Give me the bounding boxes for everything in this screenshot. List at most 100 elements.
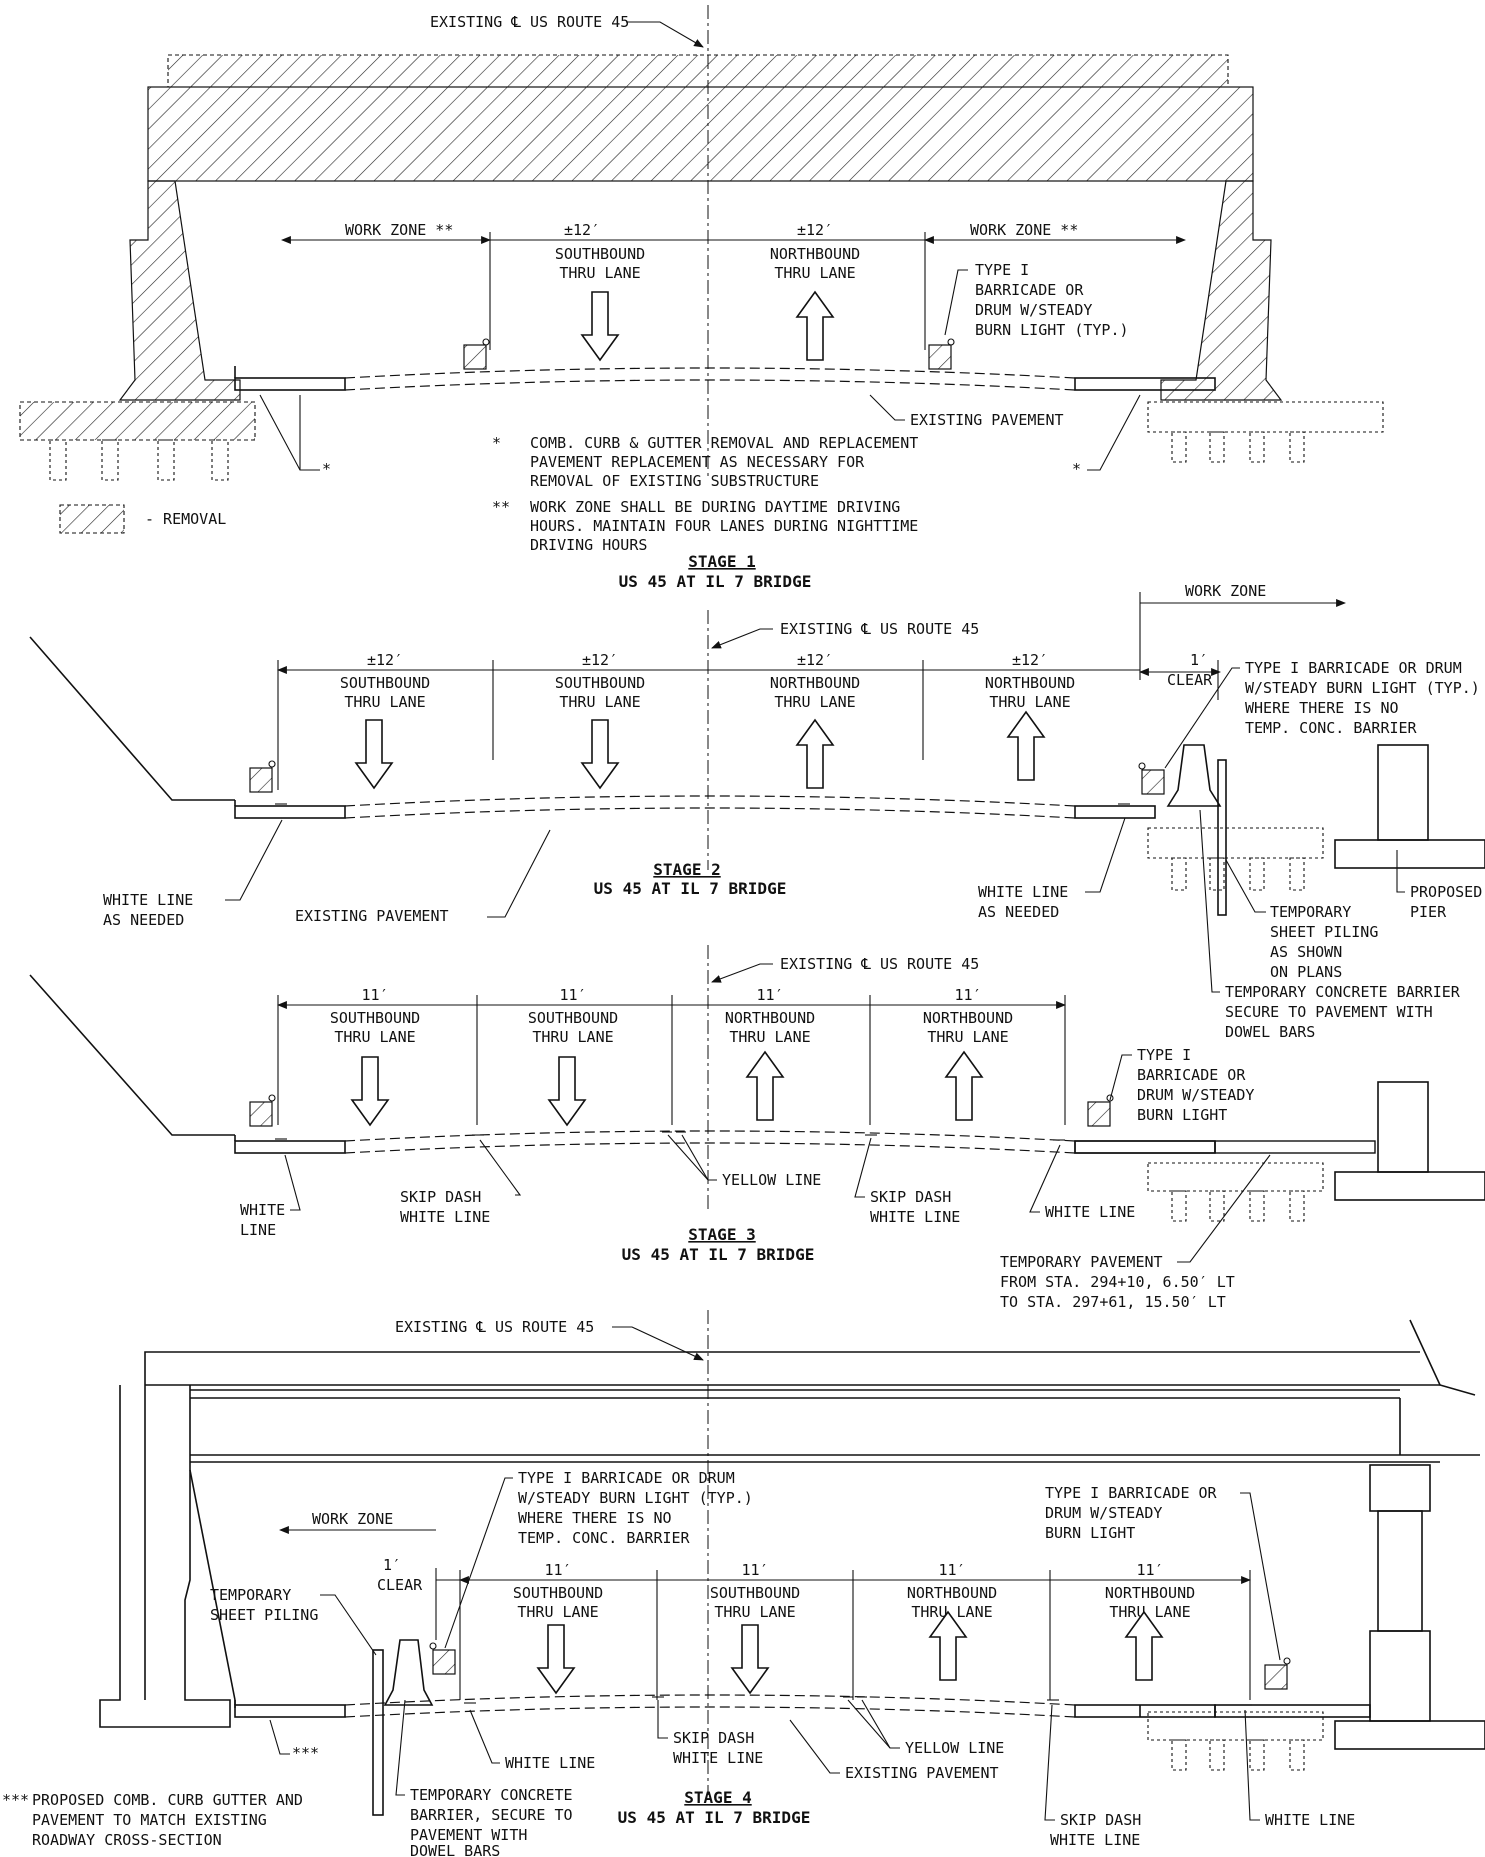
svg-text:EXISTING ℄ US ROUTE 45: EXISTING ℄ US ROUTE 45 [395,1318,594,1336]
svg-text:CLEAR: CLEAR [1167,671,1213,689]
stage-1-centerline-label: EXISTING ℄ US ROUTE 45 [430,13,629,31]
stage-1-barricade-note: TYPE I BARRICADE OR DRUM W/STEADY BURN L… [944,261,1129,339]
svg-text:SOUTHBOUND: SOUTHBOUND [555,674,645,692]
svg-text:NORTHBOUND: NORTHBOUND [985,674,1075,692]
barricade-icon [249,767,273,793]
svg-text:US 45 AT IL 7 BRIDGE: US 45 AT IL 7 BRIDGE [622,1245,815,1264]
stage-2-lane-3: ±12′ NORTHBOUND THRU LANE [770,651,860,789]
svg-text:WHITE LINE: WHITE LINE [1045,1203,1135,1221]
stage-3-centerline: EXISTING ℄ US ROUTE 45 [707,945,979,1210]
stage-2-lane-4: ±12′ NORTHBOUND THRU LANE [985,651,1075,781]
svg-text:ON PLANS: ON PLANS [1270,963,1342,981]
stage-3-barricades [249,1094,1114,1127]
svg-text:WHITE LINE: WHITE LINE [870,1208,960,1226]
stage-3-embankment [29,974,235,1136]
svg-text:NORTHBOUND: NORTHBOUND [1105,1584,1195,1602]
svg-text:11′: 11′ [361,986,388,1004]
svg-text:1′: 1′ [1190,651,1208,669]
svg-text:**: ** [492,498,510,516]
svg-text:NORTHBOUND: NORTHBOUND [907,1584,997,1602]
stage-3-lane-1: 11′ SOUTHBOUND THRU LANE [330,986,420,1127]
stage-1-star-callouts: * * [259,394,1141,478]
svg-text:PROPOSED: PROPOSED [1410,883,1482,901]
svg-text:DRUM W/STEADY: DRUM W/STEADY [975,301,1092,319]
svg-text:THRU LANE: THRU LANE [927,1028,1008,1046]
svg-text:11′: 11′ [938,1561,965,1579]
svg-text:±12′: ±12′ [582,651,618,669]
svg-text:STAGE 1: STAGE 1 [688,552,755,571]
stage-4-lane-1: 11′ SOUTHBOUND THRU LANE [513,1561,603,1695]
svg-text:WHITE LINE: WHITE LINE [103,891,193,909]
lane-type: THRU LANE [559,264,640,282]
svg-text:PAVEMENT REPLACEMENT AS NECESS: PAVEMENT REPLACEMENT AS NECESSARY FOR [530,453,865,471]
stage-4-barricade-note-left: TYPE I BARRICADE OR DRUM W/STEADY BURN L… [444,1469,753,1649]
lane-width: ±12′ [564,221,600,239]
stage-3-dimensions [277,995,1066,1125]
stage-4-abutment-left [99,1385,236,1728]
svg-text:AS NEEDED: AS NEEDED [978,903,1059,921]
stage-1-notes: * COMB. CURB & GUTTER REMOVAL AND REPLAC… [492,434,918,554]
barricade-icon [1141,769,1165,795]
svg-text:SKIP DASH: SKIP DASH [400,1188,481,1206]
svg-text:TEMP. CONC. BARRIER: TEMP. CONC. BARRIER [1245,719,1418,737]
svg-text:WHITE LINE: WHITE LINE [978,883,1068,901]
northbound-arrow-icon [745,1050,785,1121]
svg-text:11′: 11′ [559,986,586,1004]
svg-text:- REMOVAL: - REMOVAL [145,510,226,528]
northbound-arrow-icon [944,1050,984,1121]
svg-text:NORTHBOUND: NORTHBOUND [923,1009,1013,1027]
stage-4: EXISTING ℄ US ROUTE 45 [2,1310,1485,1857]
svg-text:TYPE I: TYPE I [1137,1046,1191,1064]
stage-3-pavement [234,1130,1376,1154]
svg-text:ROADWAY CROSS-SECTION: ROADWAY CROSS-SECTION [32,1831,222,1849]
svg-text:SKIP DASH: SKIP DASH [870,1188,951,1206]
northbound-arrow-icon [1006,710,1046,781]
svg-text:EXISTING PAVEMENT: EXISTING PAVEMENT [295,907,449,925]
svg-text:WHITE LINE: WHITE LINE [1265,1811,1355,1829]
stage-2-lanes: ±12′ SOUTHBOUND THRU LANE ±12′ SOUTHBOUN… [340,651,1075,790]
svg-text:YELLOW LINE: YELLOW LINE [905,1739,1004,1757]
svg-text:±12′: ±12′ [797,651,833,669]
svg-text:EXISTING PAVEMENT: EXISTING PAVEMENT [910,411,1064,429]
stage-4-footnote: *** PROPOSED COMB. CURB GUTTER AND PAVEM… [2,1791,303,1849]
southbound-arrow-icon [547,1056,587,1127]
stage-2: EXISTING ℄ US ROUTE 45 WORK ZONE 1′ CLEA… [29,582,1485,1041]
svg-text:WORK ZONE: WORK ZONE [312,1510,393,1528]
svg-text:DRUM W/STEADY: DRUM W/STEADY [1045,1504,1162,1522]
northbound-arrow-icon [795,290,835,361]
svg-text:TEMPORARY: TEMPORARY [210,1586,291,1604]
svg-text:PAVEMENT TO MATCH EXISTING: PAVEMENT TO MATCH EXISTING [32,1811,267,1829]
svg-text:THRU LANE: THRU LANE [714,1603,795,1621]
svg-text:TO STA. 297+61, 15.50′ LT: TO STA. 297+61, 15.50′ LT [1000,1293,1226,1311]
svg-text:THRU LANE: THRU LANE [334,1028,415,1046]
lane-direction: NORTHBOUND [770,245,860,263]
concrete-barrier-icon [1166,744,1222,807]
svg-text:THRU LANE: THRU LANE [517,1603,598,1621]
svg-text:PIER: PIER [1410,903,1447,921]
svg-text:THRU LANE: THRU LANE [774,693,855,711]
svg-text:TEMPORARY CONCRETE: TEMPORARY CONCRETE [410,1786,573,1804]
stage-3-barricade-note: TYPE I BARRICADE OR DRUM W/STEADY BURN L… [1109,1046,1254,1124]
stage-4-lane-3: 11′ NORTHBOUND THRU LANE [907,1561,997,1681]
svg-text:*: * [492,434,501,452]
svg-text:REMOVAL OF EXISTING SUBSTRUCTU: REMOVAL OF EXISTING SUBSTRUCTURE [530,472,819,490]
svg-text:WORK ZONE: WORK ZONE [1185,582,1266,600]
southbound-arrow-icon [580,719,620,790]
svg-text:***: *** [292,1744,319,1762]
stage-2-pavement [234,795,1156,819]
svg-text:SOUTHBOUND: SOUTHBOUND [513,1584,603,1602]
stage-2-temp-barrier [1166,744,1227,916]
stage-2-lane-2: ±12′ SOUTHBOUND THRU LANE [555,651,645,790]
svg-text:*: * [1072,460,1081,478]
concrete-barrier-icon [383,1639,434,1706]
stage-3-lane-2: 11′ SOUTHBOUND THRU LANE [528,986,618,1127]
southbound-arrow-icon [354,719,394,790]
svg-text:US 45 AT IL 7 BRIDGE: US 45 AT IL 7 BRIDGE [619,572,812,591]
stage-4-centerline: EXISTING ℄ US ROUTE 45 [395,1310,709,1795]
stage-1-removal-structure [19,54,1384,481]
stage-2-callouts: WHITE LINE AS NEEDED EXISTING PAVEMENT W… [103,809,1482,1041]
svg-text:TYPE I BARRICADE OR DRUM: TYPE I BARRICADE OR DRUM [518,1469,735,1487]
stage-1-work-zone-right: WORK ZONE ** [970,221,1078,239]
stage-4-temp-barrier [372,1639,434,1816]
